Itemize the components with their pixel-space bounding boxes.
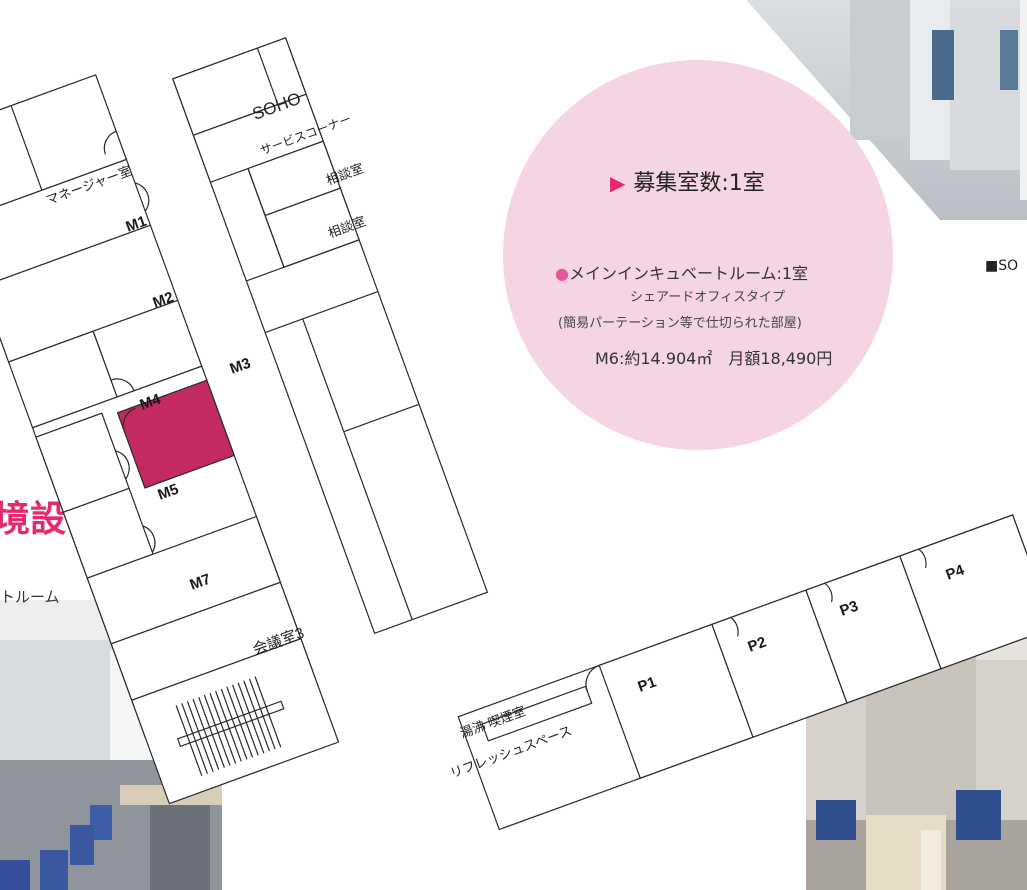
label-m1: M1 bbox=[124, 213, 149, 236]
partition-note-line: (簡易パーテーション等で仕切られた部屋) bbox=[0, 312, 1027, 331]
door-arc-icon bbox=[918, 548, 927, 569]
stairs-icon bbox=[175, 676, 285, 777]
label-m7: M7 bbox=[188, 571, 213, 594]
door-arc-icon bbox=[115, 450, 130, 480]
door-arc-icon bbox=[824, 582, 833, 603]
room-type-line: ●メインインキュベートルーム:1室 bbox=[555, 260, 808, 284]
copier-room-photo bbox=[700, 0, 1027, 220]
door-arc-icon bbox=[142, 525, 156, 553]
label-m4: M4 bbox=[138, 390, 164, 413]
door-arc-icon bbox=[730, 617, 739, 637]
soho-photo-caption: ■SO bbox=[985, 258, 1019, 274]
label-m5: M5 bbox=[156, 481, 181, 504]
middle-wing bbox=[172, 37, 489, 635]
room-m6[interactable] bbox=[116, 379, 235, 489]
label-m2: M2 bbox=[151, 289, 176, 312]
kitchen-counter bbox=[481, 685, 593, 742]
section-subtitle: トルーム bbox=[0, 588, 60, 606]
lower-wing bbox=[457, 514, 1027, 831]
vacancy-info-circle bbox=[503, 60, 893, 450]
price-text: M6:約14.904㎡ 月額18,490円 bbox=[595, 349, 833, 368]
partition-note-text: (簡易パーテーション等で仕切られた部屋) bbox=[558, 316, 802, 331]
label-m3: M3 bbox=[228, 355, 253, 378]
triangle-right-icon: ▶ bbox=[610, 171, 626, 195]
bullet-dot-icon: ● bbox=[555, 264, 569, 283]
door-arc-icon bbox=[585, 664, 600, 692]
vacancy-heading: ▶ 募集室数:1室 bbox=[610, 165, 765, 197]
door-arc-icon bbox=[134, 182, 150, 212]
office-style-line: シェアードオフィスタイプ bbox=[0, 286, 1027, 305]
office-style-text: シェアードオフィスタイプ bbox=[630, 290, 785, 305]
door-arc-icon bbox=[122, 407, 136, 432]
stairwell bbox=[130, 637, 340, 805]
door-arc-icon bbox=[110, 378, 135, 392]
room-type-text: メインインキュベートルーム:1室 bbox=[568, 264, 809, 283]
room-p4[interactable] bbox=[899, 514, 1027, 670]
label-p3: P3 bbox=[838, 598, 861, 620]
label-p2: P2 bbox=[746, 634, 769, 656]
label-p4: P4 bbox=[944, 561, 968, 583]
label-p1: P1 bbox=[636, 674, 659, 696]
vacancy-count-text: 募集室数:1室 bbox=[633, 171, 765, 196]
price-line: M6:約14.904㎡ 月額18,490円 bbox=[595, 345, 832, 369]
door-arc-icon bbox=[103, 130, 117, 155]
left-wing bbox=[0, 74, 340, 805]
label-m6: M6 bbox=[264, 489, 289, 512]
